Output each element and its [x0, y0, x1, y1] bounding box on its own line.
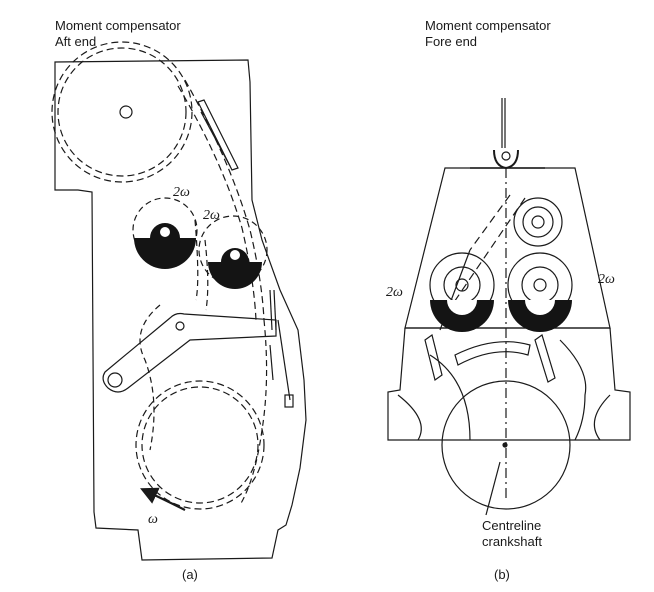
caption-a: (a) — [182, 567, 198, 582]
fore-counterweight-left — [430, 300, 494, 332]
fore-idler-gear-inner — [531, 215, 545, 229]
aft-omega2-label-b: 2ω — [203, 208, 220, 223]
aft-counterweight-2 — [208, 248, 262, 289]
aft-lower-gear-inner — [141, 386, 259, 504]
fore-weight-left-inner — [455, 278, 469, 292]
fore-idler-gear-outer — [513, 197, 563, 247]
fore-title-line2: Fore end — [425, 34, 478, 49]
aft-omega-label: ω — [148, 512, 158, 527]
aft-lower-gear-outer — [135, 380, 265, 510]
aft-chain-outer — [184, 79, 265, 321]
aft-title-line1: Moment compensator — [55, 18, 181, 33]
aft-lever-pin — [175, 321, 185, 331]
fore-crankshaft-circle — [441, 380, 571, 510]
fore-idler-gear-mid — [522, 206, 554, 238]
aft-rotation-arrow — [140, 487, 186, 511]
fore-housing-lower — [387, 327, 631, 441]
aft-omega2-label-a: 2ω — [173, 185, 190, 200]
fore-weight-right-inner — [533, 278, 547, 292]
fore-omega2-right-label: 2ω — [598, 272, 615, 287]
aft-lever-pivot — [107, 372, 123, 388]
centreline-label-line1: Centreline — [482, 518, 542, 533]
fore-counterweight-right — [508, 300, 572, 332]
fore-centreline-pointer — [485, 461, 501, 516]
aft-end-drawing — [51, 41, 307, 561]
aft-chain-left — [194, 219, 199, 301]
aft-tensioner-upper — [197, 99, 239, 171]
fore-weight-right-mid — [521, 266, 559, 304]
caption-b: (b) — [494, 567, 510, 582]
fore-guide-left — [424, 333, 443, 382]
aft-upper-gear-hub — [119, 105, 133, 119]
fore-omega2-left-label: 2ω — [386, 285, 403, 300]
fore-title-line1: Moment compensator — [425, 18, 551, 33]
aft-upper-gear-inner — [57, 47, 187, 177]
aft-upper-gear-outer — [51, 41, 193, 183]
fore-end-drawing — [387, 98, 631, 516]
aft-counterweight-1 — [134, 223, 196, 269]
fore-guide-right — [534, 334, 556, 383]
aft-chain-lower-loop — [139, 304, 161, 451]
aft-chain-inner — [177, 85, 257, 321]
aft-housing-outline — [54, 59, 307, 561]
aft-tension-rod-end — [284, 394, 294, 408]
centreline-label-line2: crankshaft — [482, 534, 542, 549]
fore-lift-shackle — [493, 149, 519, 170]
fore-arc-piece — [454, 341, 531, 366]
aft-chain-mid — [204, 239, 209, 311]
aft-title-line2: Aft end — [55, 34, 97, 49]
aft-lever-arm — [102, 312, 277, 393]
aft-tension-rod — [277, 319, 291, 401]
aft-chain-lower-right — [239, 319, 268, 506]
